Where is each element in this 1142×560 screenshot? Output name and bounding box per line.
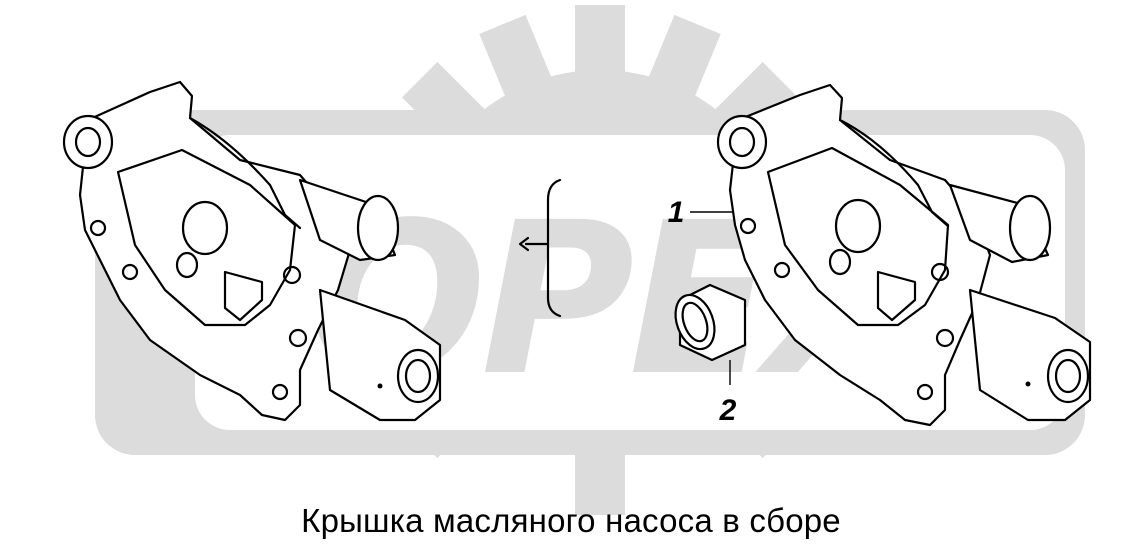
group-bracket bbox=[518, 178, 562, 318]
part-bushing bbox=[674, 283, 747, 362]
diagram-caption: Крышка масляного насоса в сборе bbox=[301, 502, 841, 539]
callout-1: 1 bbox=[668, 196, 685, 229]
callout-2: 2 bbox=[719, 394, 737, 427]
pump-cover-assembly-right bbox=[716, 83, 1092, 427]
pump-cover-assembly-left bbox=[62, 80, 442, 422]
